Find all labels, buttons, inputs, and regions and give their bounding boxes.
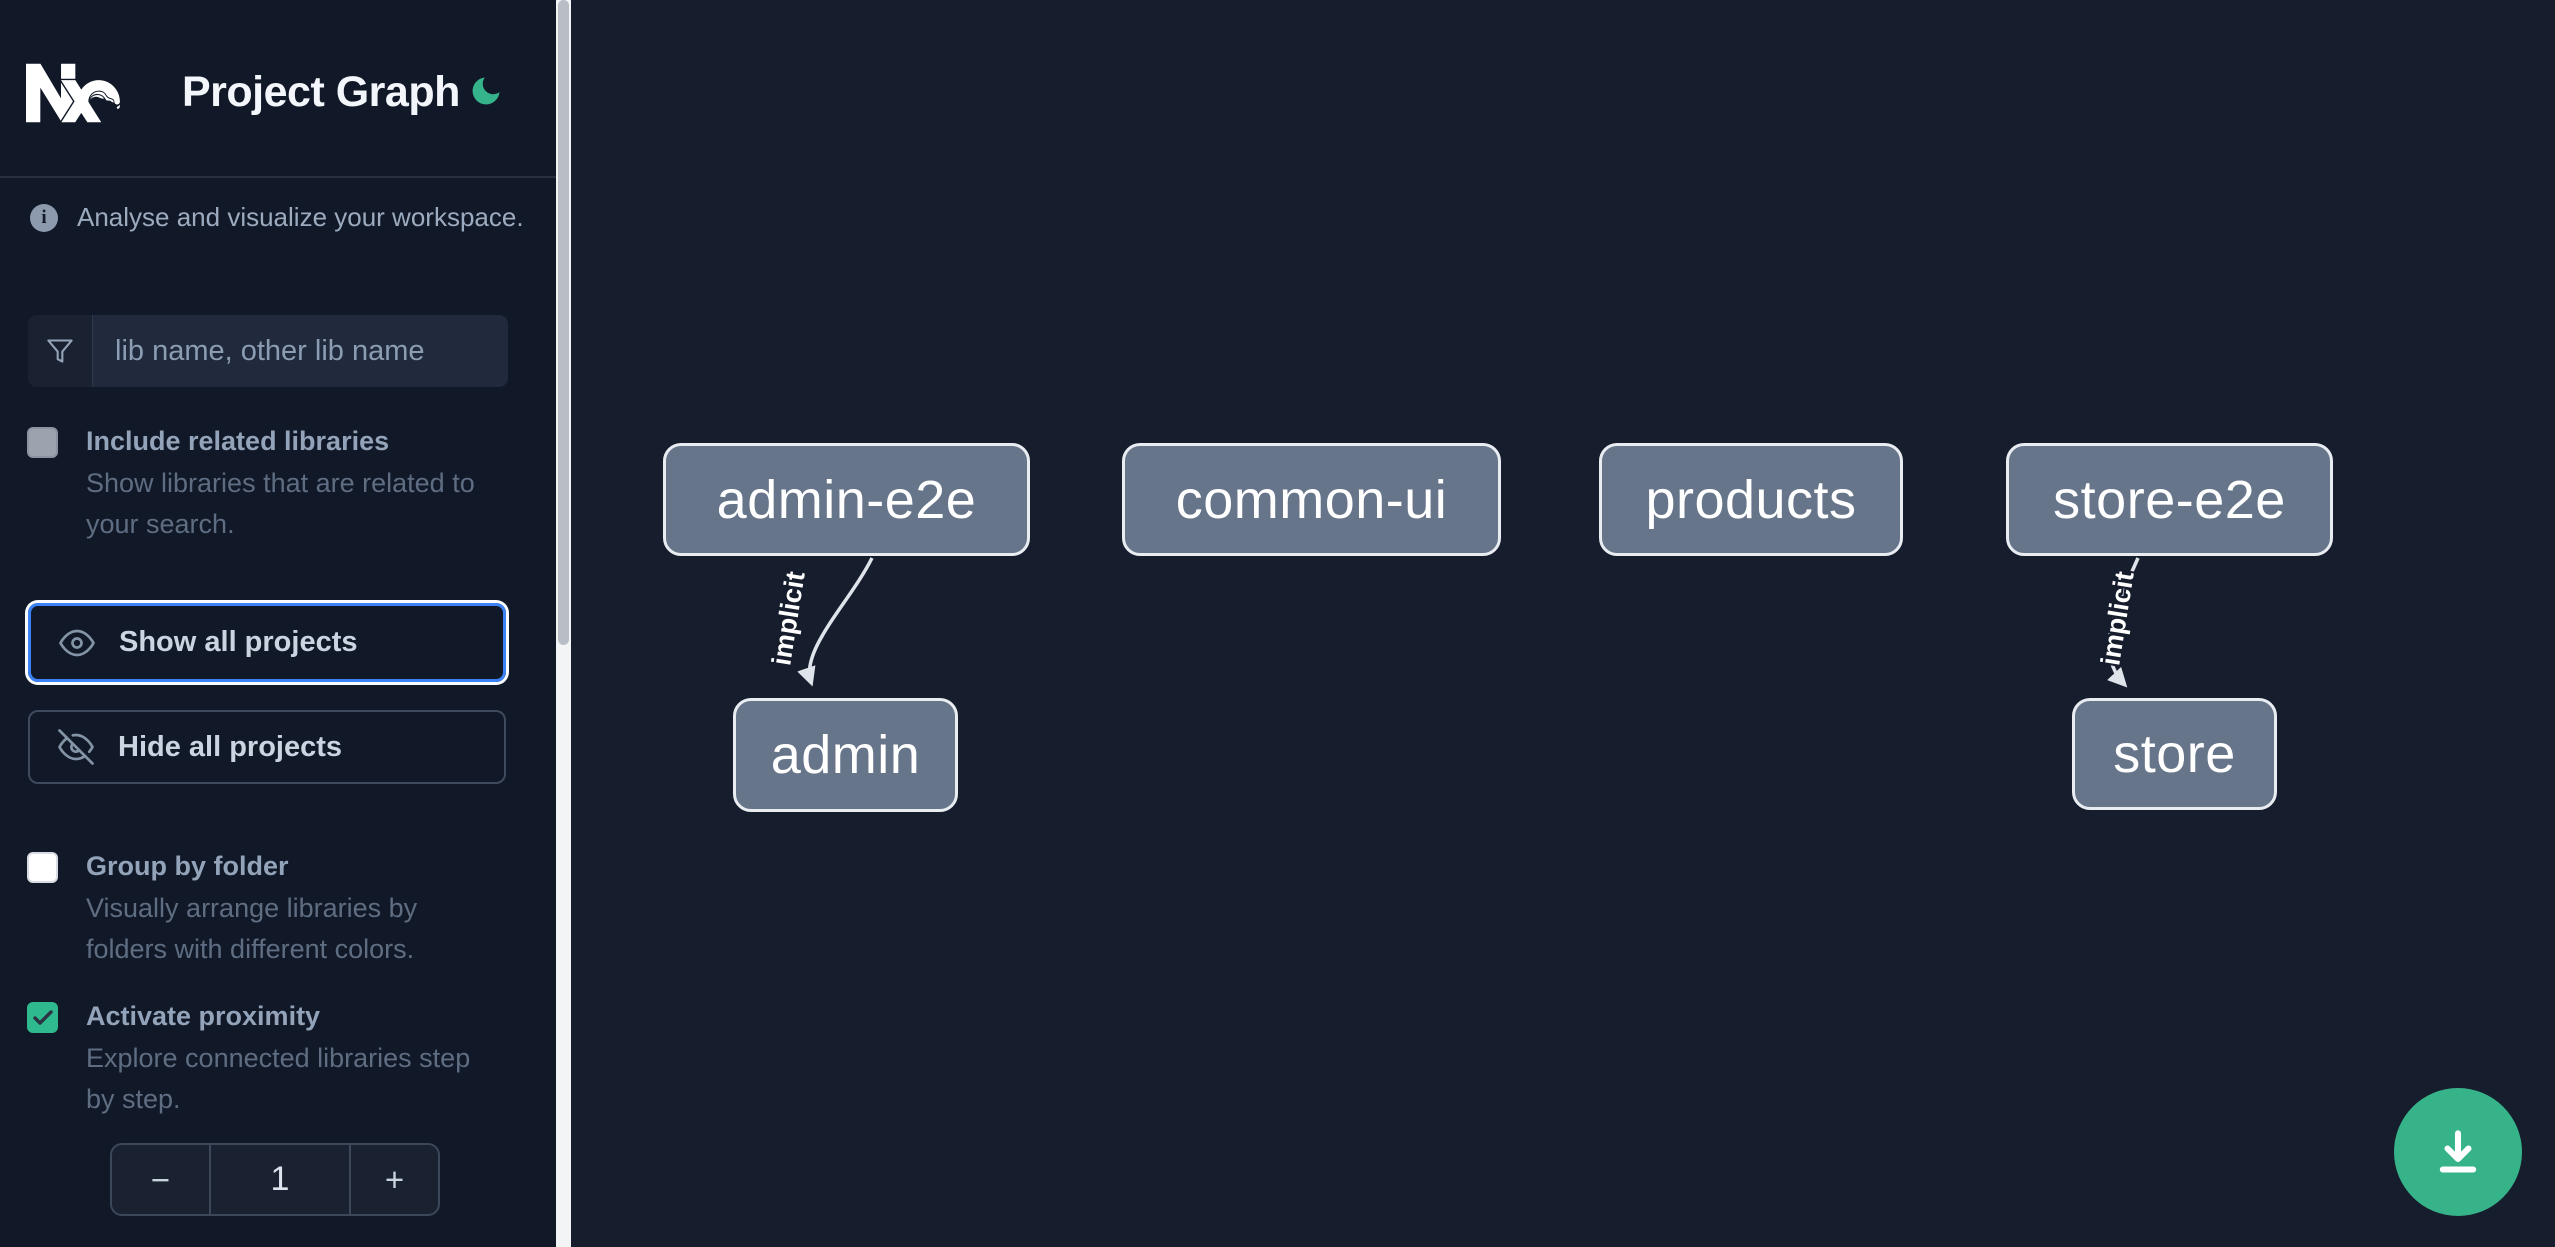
header-divider <box>0 176 556 178</box>
hide-all-projects-label: Hide all projects <box>118 730 343 763</box>
hide-all-projects-button[interactable]: Hide all projects <box>28 710 506 784</box>
decrement-button[interactable]: − <box>150 1160 171 1198</box>
group-by-folder-description: Visually arrange libraries by folders wi… <box>86 893 418 964</box>
show-all-projects-button[interactable]: Show all projects <box>28 603 506 682</box>
activate-proximity-row: Activate proximity Explore connected lib… <box>27 999 518 1120</box>
edge-admin-e2e-to-admin <box>797 557 874 687</box>
check-icon <box>32 1009 53 1025</box>
project-node-admin[interactable]: admin <box>733 698 958 812</box>
edge-label-implicit: implicit <box>766 569 811 668</box>
group-by-folder-label: Group by folder <box>86 851 289 881</box>
page-title: Project Graph <box>182 68 460 116</box>
project-node-products[interactable]: products <box>1599 443 1903 556</box>
include-related-label: Include related libraries <box>86 426 390 456</box>
workspace-tagline: i Analyse and visualize your workspace. <box>30 202 524 233</box>
sidebar-scrollbar-track <box>556 0 571 1247</box>
edge-label-implicit: implicit <box>2095 569 2140 668</box>
download-graph-button[interactable] <box>2394 1088 2522 1216</box>
proximity-depth-value[interactable]: 1 <box>209 1145 351 1214</box>
project-node-admin-e2e[interactable]: admin-e2e <box>663 443 1030 556</box>
proximity-depth-stepper: − 1 + <box>110 1143 440 1216</box>
filter-funnel-icon <box>28 315 93 387</box>
project-node-store[interactable]: store <box>2072 698 2277 810</box>
info-icon: i <box>30 203 58 232</box>
increment-button[interactable]: + <box>384 1160 405 1198</box>
include-related-checkbox[interactable] <box>27 427 58 458</box>
download-icon <box>2439 1130 2477 1173</box>
eye-off-icon <box>58 729 94 765</box>
project-filter <box>28 315 508 387</box>
tagline-text: Analyse and visualize your workspace. <box>77 202 524 232</box>
project-node-store-e2e[interactable]: store-e2e <box>2006 443 2333 556</box>
project-node-common-ui[interactable]: common-ui <box>1122 443 1501 556</box>
activate-proximity-description: Explore connected libraries step by step… <box>86 1043 471 1114</box>
group-by-folder-row: Group by folder Visually arrange librari… <box>27 849 518 970</box>
activate-proximity-checkbox[interactable] <box>27 1002 58 1033</box>
group-by-folder-checkbox[interactable] <box>27 852 58 883</box>
sidebar-scrollbar-thumb[interactable] <box>558 0 569 645</box>
eye-icon <box>59 625 95 661</box>
dark-mode-toggle[interactable] <box>466 72 506 112</box>
moon-icon <box>472 77 500 104</box>
show-all-projects-label: Show all projects <box>119 626 358 658</box>
include-related-row: Include related libraries Show libraries… <box>27 424 518 545</box>
activate-proximity-label: Activate proximity <box>86 1001 321 1031</box>
filter-input[interactable] <box>93 315 508 387</box>
sidebar: Project Graph i Analyse and visualize yo… <box>0 0 556 1247</box>
nx-logo-icon <box>26 63 120 123</box>
include-related-description: Show libraries that are related to your … <box>86 468 475 539</box>
